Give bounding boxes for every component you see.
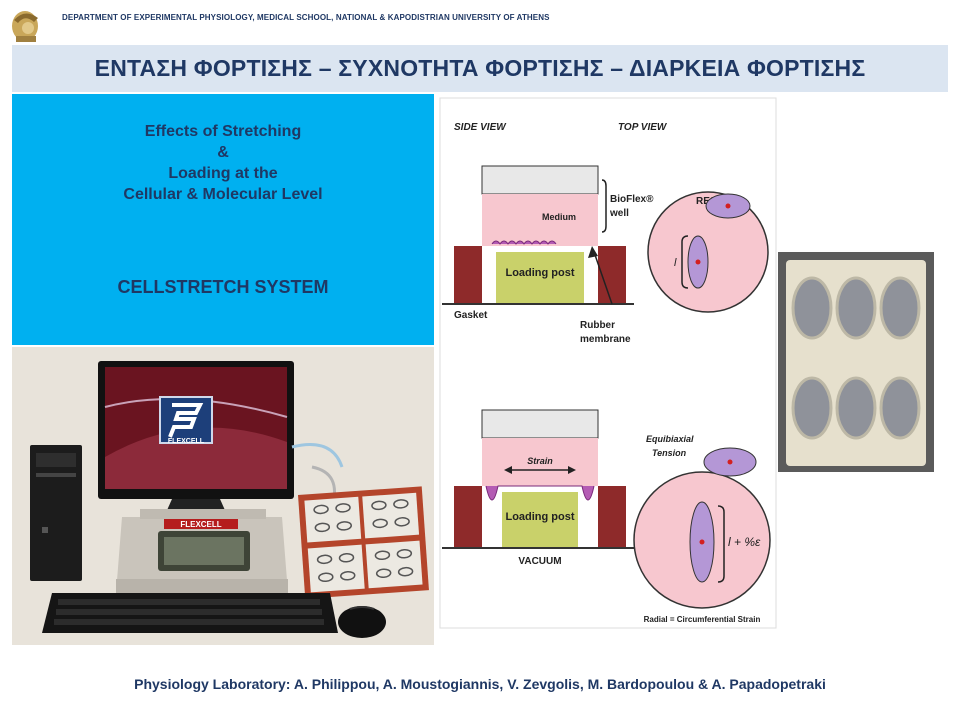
well-label: well — [609, 208, 629, 219]
tension-label: Tension — [652, 448, 687, 458]
bioflex-label: BioFlex® — [610, 194, 654, 205]
device-label: FLEXCELL — [180, 520, 221, 529]
rubber-label: Rubber — [580, 320, 615, 331]
page-title: ΕΝΤΑΣΗ ΦΟΡΤΙΣΗΣ – ΣΥΧΝΟΤΗΤΑ ΦΟΡΤΙΣΗΣ – Δ… — [94, 55, 866, 81]
membrane-label: membrane — [580, 334, 631, 345]
info-panel: Effects of Stretching & Loading at the C… — [12, 94, 434, 345]
equibiaxial-label: Equibiaxial — [646, 434, 694, 444]
monitor-logo-text: FLEXCELL — [168, 438, 205, 445]
vacuum-label: VACUUM — [518, 556, 561, 567]
diagram-drawing: SIDE VIEW TOP VIEW Medium Loading post G… — [439, 97, 934, 629]
info-line-4: Cellular & Molecular Level — [123, 186, 323, 203]
system-name: CELLSTRETCH SYSTEM — [117, 277, 329, 297]
loading-post-label-2: Loading post — [505, 511, 574, 523]
top-view-label: TOP VIEW — [618, 122, 668, 133]
university-logo-icon — [12, 11, 38, 42]
radial-strain-label: Radial = Circumferential Strain — [644, 615, 761, 624]
strain-label: Strain — [527, 456, 553, 466]
info-line-2: & — [217, 144, 229, 161]
stretch-diagram: SIDE VIEW TOP VIEW Medium Loading post G… — [436, 94, 948, 645]
l-strain-label: l + %ε — [728, 535, 761, 549]
side-view-label: SIDE VIEW — [454, 122, 507, 133]
title-bar: ΕΝΤΑΣΗ ΦΟΡΤΙΣΗΣ – ΣΥΧΝΟΤΗΤΑ ΦΟΡΤΙΣΗΣ – Δ… — [12, 45, 948, 92]
six-well-plate — [778, 252, 934, 472]
department-header: DEPARTMENT OF EXPERIMENTAL PHYSIOLOGY, M… — [62, 13, 550, 22]
loading-post-label: Loading post — [505, 267, 574, 279]
l-label: l — [674, 257, 677, 269]
flexcell-system-photo: FLEXCELL FLEXCELL — [12, 347, 434, 645]
gasket-label: Gasket — [454, 310, 488, 321]
flexcell-photo-drawing: FLEXCELL FLEXCELL — [30, 361, 429, 638]
info-line-1: Effects of Stretching — [144, 123, 302, 140]
footer-credits: Physiology Laboratory: A. Philippou, A. … — [134, 676, 826, 692]
medium-label: Medium — [542, 212, 576, 222]
info-line-3: Loading at the — [168, 165, 278, 182]
info-lines: Effects of Stretching & Loading at the C… — [12, 121, 434, 205]
